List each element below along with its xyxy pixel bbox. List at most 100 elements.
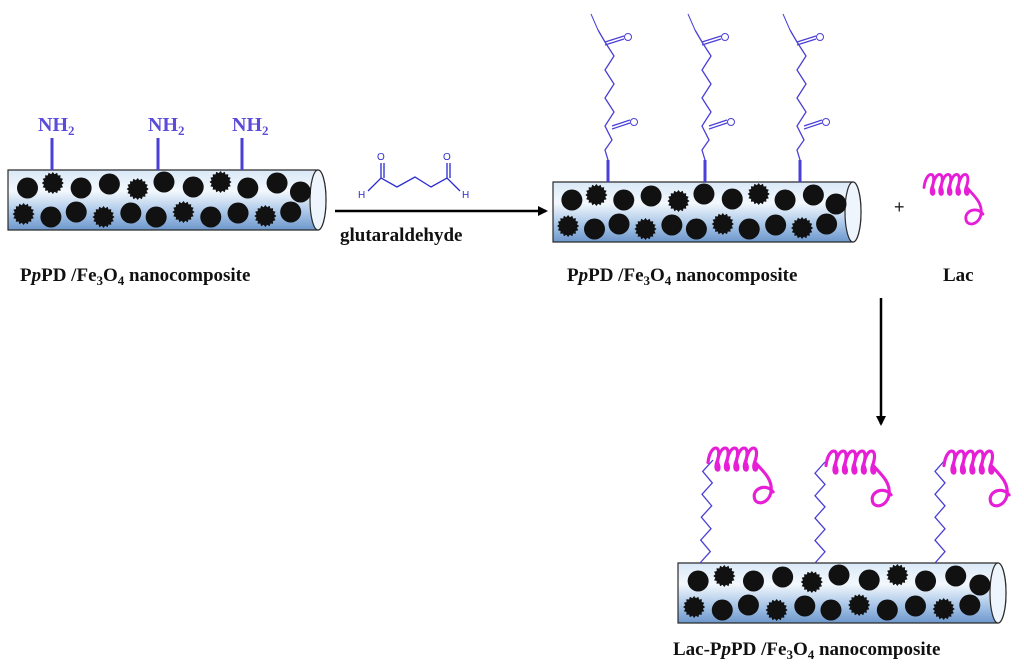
glut-hydrogen-right: H bbox=[462, 190, 469, 201]
plus-sign: + bbox=[894, 197, 905, 217]
glut-hydrogen-left: H bbox=[358, 190, 365, 201]
fe3o4-particle bbox=[182, 176, 204, 198]
oxygen-atom bbox=[816, 33, 824, 41]
fe3o4-particle bbox=[200, 206, 222, 228]
oxygen-atom bbox=[630, 118, 638, 126]
fe3o4-particle bbox=[791, 217, 814, 239]
fe3o4-particle bbox=[65, 201, 87, 223]
carbonyl-bond bbox=[604, 38, 625, 46]
fe3o4-particle bbox=[584, 218, 606, 240]
fe3o4-particle bbox=[721, 188, 743, 210]
fe3o4-particle bbox=[289, 181, 311, 203]
fe3o4-particle bbox=[557, 215, 580, 237]
fe3o4-particle bbox=[886, 564, 909, 586]
fe3o4-particle bbox=[613, 189, 635, 211]
fe3o4-particle bbox=[774, 189, 796, 211]
carbonyl-bond bbox=[803, 119, 823, 127]
fe3o4-particle bbox=[561, 189, 583, 211]
fe3o4-particle bbox=[816, 213, 838, 235]
fe3o4-particle bbox=[685, 218, 707, 240]
fe3o4-particle bbox=[742, 570, 764, 592]
fe3o4-particle bbox=[683, 596, 706, 618]
enzyme-coil bbox=[922, 173, 985, 226]
amine-label-1: NH2 bbox=[38, 114, 75, 138]
fe3o4-particle bbox=[945, 565, 967, 587]
fe3o4-particle bbox=[237, 177, 259, 199]
fe3o4-particle bbox=[634, 218, 657, 240]
fe3o4-particle bbox=[266, 172, 288, 194]
lac-enzyme-free bbox=[922, 173, 985, 226]
zigzag-linker bbox=[814, 461, 826, 564]
enzyme-coil bbox=[942, 449, 1011, 508]
fe3o4-particle bbox=[904, 595, 926, 617]
fe3o4-particle bbox=[876, 599, 898, 621]
fe3o4-particle bbox=[70, 177, 92, 199]
rod3-label: Lac-PpPD /Fe3O4 nanocomposite bbox=[673, 639, 940, 662]
lac-enzyme-3 bbox=[942, 449, 1011, 508]
fe3o4-particle bbox=[959, 594, 981, 616]
fe3o4-particle bbox=[153, 171, 175, 193]
zigzag-linker bbox=[934, 459, 946, 564]
carbonyl-bond bbox=[708, 122, 728, 130]
rod-end-cap bbox=[844, 181, 862, 243]
fe3o4-particle bbox=[280, 201, 302, 223]
fe3o4-particle bbox=[254, 205, 277, 227]
lac-enzyme-1 bbox=[706, 446, 775, 505]
fe3o4-particle bbox=[667, 190, 690, 212]
fe3o4-particle bbox=[794, 595, 816, 617]
carbonyl-bond bbox=[611, 122, 631, 130]
oxygen-atom bbox=[624, 33, 632, 41]
fe3o4-particle bbox=[693, 183, 715, 205]
fe3o4-particle bbox=[16, 177, 38, 199]
carbonyl-bond bbox=[708, 119, 728, 127]
nanocomposite-rods bbox=[7, 169, 1007, 624]
fe3o4-particle bbox=[802, 184, 824, 206]
fe3o4-particle bbox=[120, 202, 142, 224]
lac-label: Lac bbox=[943, 265, 974, 286]
fe3o4-particle bbox=[687, 570, 709, 592]
rod1-label: PpPD /Fe3O4 nanocomposite bbox=[20, 265, 250, 288]
fe3o4-particle bbox=[640, 185, 662, 207]
rod-2 bbox=[552, 181, 862, 243]
fe3o4-particle bbox=[209, 171, 232, 193]
enzyme-coil bbox=[824, 449, 893, 508]
fe3o4-particle bbox=[145, 206, 167, 228]
fe3o4-particle bbox=[747, 183, 770, 205]
hydrogen-bond bbox=[590, 13, 599, 31]
fe3o4-particle bbox=[12, 203, 35, 225]
rod-end-cap bbox=[309, 169, 327, 231]
fe3o4-particle bbox=[227, 202, 249, 224]
fe3o4-particle bbox=[800, 571, 823, 593]
fe3o4-particle bbox=[828, 564, 850, 586]
linker-chain bbox=[694, 29, 712, 182]
fe3o4-particle bbox=[40, 206, 62, 228]
carbonyl-bond bbox=[604, 35, 625, 43]
carbonyl-bond bbox=[803, 122, 823, 130]
carbonyl-bond bbox=[701, 38, 722, 46]
glutaraldehyde-label: glutaraldehyde bbox=[340, 225, 462, 246]
linkers bbox=[50, 13, 946, 564]
carbonyl-bond bbox=[796, 38, 817, 46]
carbonyl-bond bbox=[796, 35, 817, 43]
linker-chain bbox=[597, 29, 615, 182]
glutaraldehyde-structure bbox=[367, 163, 461, 192]
fe3o4-particle bbox=[765, 214, 787, 236]
amine-label-2: NH2 bbox=[148, 114, 185, 138]
fe3o4-particle bbox=[825, 193, 847, 215]
amine-label-3: NH2 bbox=[232, 114, 269, 138]
fe3o4-particle bbox=[820, 599, 842, 621]
fe3o4-particle bbox=[661, 214, 683, 236]
fe3o4-particle bbox=[585, 184, 608, 206]
glut-oxygen-left: O bbox=[377, 152, 385, 163]
hydrogen-bond bbox=[687, 13, 696, 31]
fe3o4-particle bbox=[92, 206, 115, 228]
hydrogen-bond bbox=[782, 13, 791, 31]
fe3o4-particle bbox=[765, 599, 788, 621]
fe3o4-particle bbox=[713, 565, 736, 587]
fe3o4-particle bbox=[126, 178, 149, 200]
rod-3 bbox=[677, 562, 1007, 624]
fe3o4-particle bbox=[858, 569, 880, 591]
fe3o4-particle bbox=[608, 213, 630, 235]
fe3o4-particle bbox=[738, 218, 760, 240]
